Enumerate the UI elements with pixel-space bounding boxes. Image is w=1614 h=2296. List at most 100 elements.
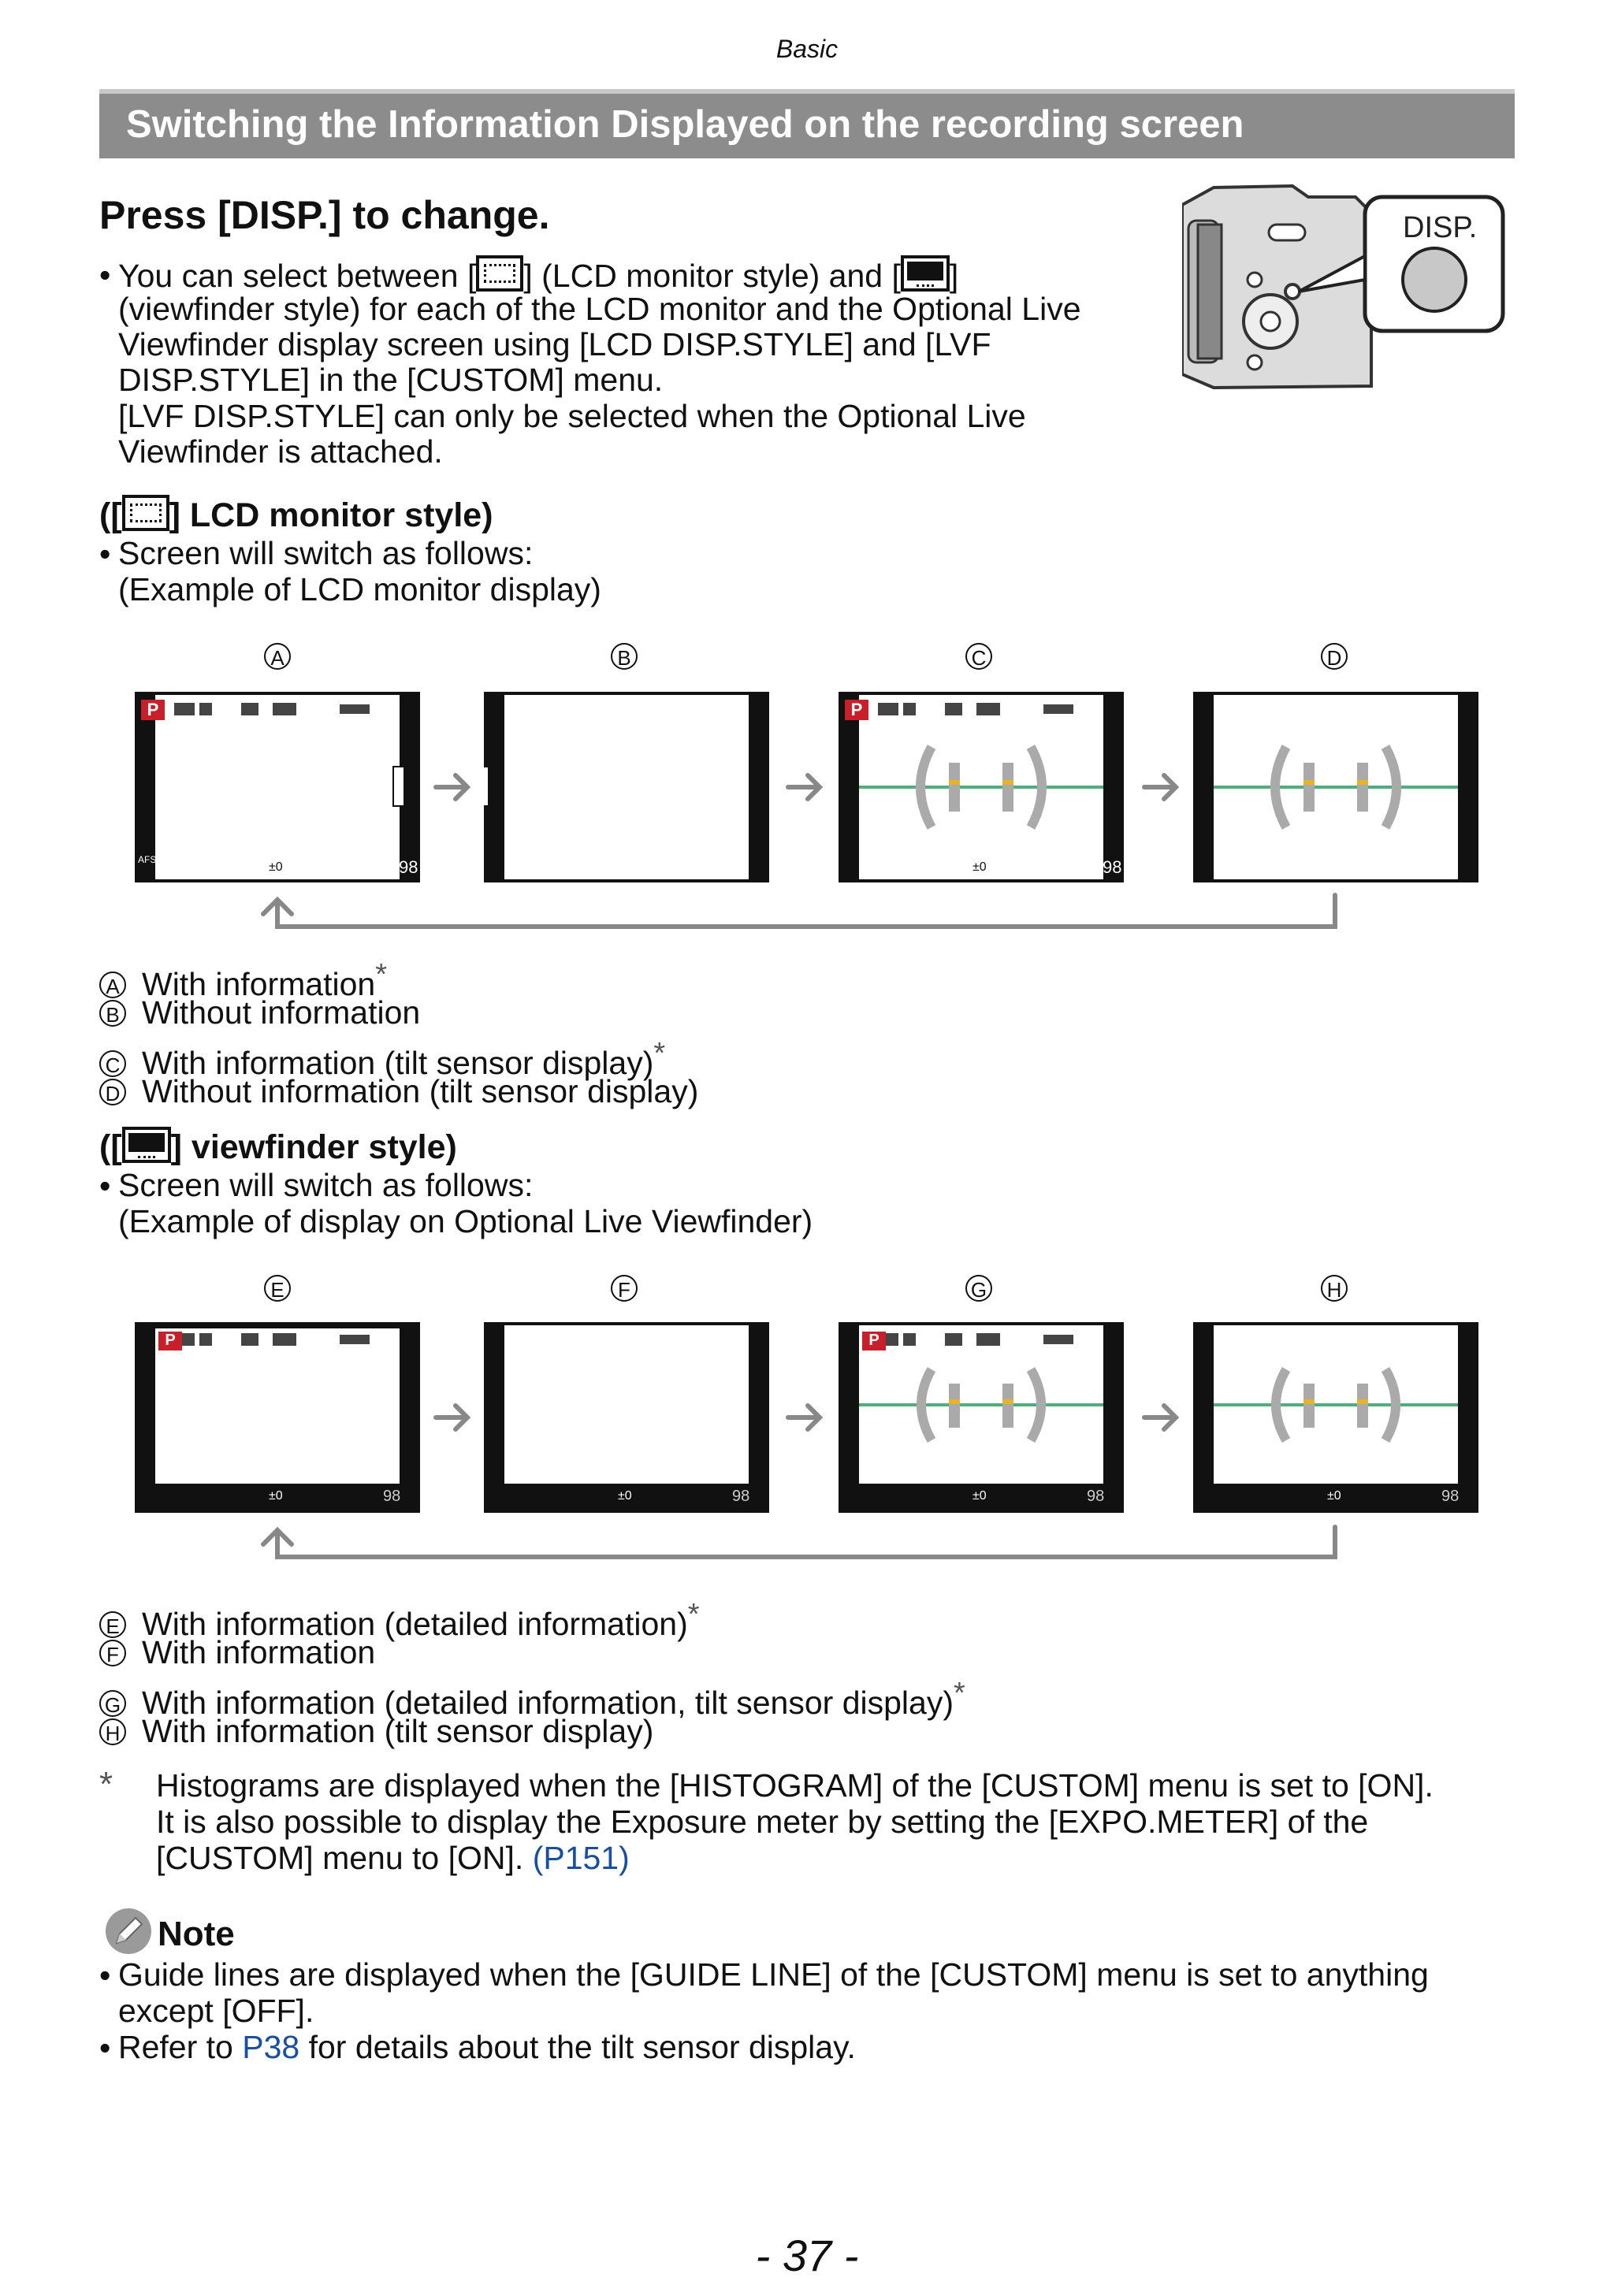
list-letter: H [99,1718,126,1745]
viewfinder-style-icon [121,1127,171,1163]
list-letter: G [99,1690,126,1717]
note-line-1: Guide lines are displayed when the [GUID… [118,1956,1429,1993]
list-text: With information [142,1634,376,1670]
list-letter: C [99,1050,126,1077]
label-c: C [965,643,992,670]
list-item-e: E With information (detailed information)… [99,1598,700,1643]
vf-bullet-2: (Example of display on Optional Live Vie… [118,1203,813,1239]
screen-g: P ±0 98 [839,1322,1124,1513]
note-title: Note [158,1915,235,1953]
intro-line-2: (viewfinder style) for each of the LCD m… [118,291,1081,327]
vf-bullet-1: Screen will switch as follows: [118,1167,534,1203]
label-b: B [611,643,638,670]
lcd-bullet-1: Screen will switch as follows: [118,535,534,571]
viewfinder-style-icon [900,255,950,292]
shots-count: 98 [399,857,418,877]
af-indicator: AFS [138,854,157,865]
ev-readout: ±0 [269,860,283,874]
asterisk: * [954,1677,965,1710]
disp-button-label: DISP. [1403,211,1478,244]
label-h: H [1321,1275,1348,1302]
intro-text-b: ] (LCD monitor style) and [ [523,258,901,294]
list-letter: E [99,1611,126,1638]
list-letter: D [99,1079,126,1105]
camera-illustration [1182,184,1505,390]
bullet-dot: • [99,1168,111,1204]
bullet-dot: • [99,536,111,572]
footnote-line-3: [CUSTOM] menu to [ON]. (P151) [156,1841,630,1876]
label-f: F [611,1275,638,1302]
list-letter: F [99,1640,126,1666]
list-item-c: C With information (tilt sensor display)* [99,1037,665,1082]
mode-badge: P [158,1332,182,1350]
intro-text-c: ] [949,258,959,294]
bullet-dot: • [99,257,111,293]
shots-count: 98 [1087,1488,1105,1505]
lcd-style-heading: ([] LCD monitor style) [99,495,493,535]
shots-count: 98 [732,1488,750,1505]
ev-readout: ±0 [972,1489,987,1503]
label-g: G [965,1275,992,1302]
list-text: Without information (tilt sensor display… [142,1073,699,1109]
note-line-2: except [OFF]. [118,1993,314,2029]
link-p151[interactable]: (P151) [532,1840,630,1876]
list-item-a: A With information* [99,958,387,1003]
note-text: for details about the tilt sensor displa… [299,2029,856,2065]
list-letter: A [99,972,126,998]
list-item-d: D Without information (tilt sensor displa… [99,1073,698,1110]
vf-style-heading: ([ ] viewfinder style) [99,1127,457,1167]
lcd-style-icon [121,495,169,531]
mode-badge: P [141,700,165,720]
screen-a: P AFS ±0 98 [135,692,420,882]
list-text: With information (tilt sensor display) [142,1713,654,1749]
screen-f: ±0 98 [484,1322,769,1513]
flow-arrows-vf [261,1403,1337,1559]
label-a: A [264,643,291,670]
ev-readout: ±0 [972,860,987,874]
mode-badge: P [845,700,868,720]
ev-readout: ±0 [269,1489,283,1503]
list-letter: B [99,1000,126,1027]
list-item-h: H With information (tilt sensor display) [99,1713,653,1750]
asterisk: * [375,958,388,991]
note-pencil-icon [106,1908,151,1954]
footnote-text: [CUSTOM] menu to [ON]. [156,1840,533,1876]
bullet-dot: • [99,1957,111,1993]
list-text: With information (tilt sensor display) [142,1045,654,1081]
ev-readout: ±0 [1327,1489,1341,1503]
asterisk: * [687,1598,700,1631]
note-text: Refer to [118,2029,243,2065]
intro-line-3: Viewfinder display screen using [LCD DIS… [118,326,991,362]
shots-count: 98 [1103,857,1122,877]
shots-count: 98 [383,1488,401,1505]
link-p38[interactable]: P38 [242,2029,300,2065]
section-label: Basic [775,35,839,63]
ev-readout: ±0 [618,1489,632,1503]
screen-e: P ±0 98 [135,1322,420,1513]
flow-arrows-lcd [261,773,1337,929]
intro-line-4: DISP.STYLE] in the [CUSTOM] menu. [118,362,664,398]
list-text: Without information [142,994,421,1031]
list-text: With information (detailed information) [142,1606,688,1642]
footnote-line-2: It is also possible to display the Expos… [156,1804,1369,1840]
list-item-b: B Without information [99,994,420,1031]
screen-c: P ±0 98 [839,692,1124,882]
intro-line-1: You can select between [] (LCD monitor s… [118,255,958,294]
asterisk: * [653,1037,666,1070]
lcd-bullet-2: (Example of LCD monitor display) [118,571,601,607]
vf-heading-rest: ] viewfinder style) [170,1128,457,1166]
bullet-dot: • [99,2030,111,2066]
intro-line-6: Viewfinder is attached. [118,433,443,470]
list-text: With information [142,966,376,1002]
note-line-3: Refer to P38 for details about the tilt … [118,2030,856,2065]
label-e: E [264,1275,291,1302]
vf-heading-open: ([ [99,1128,122,1166]
mode-badge: P [862,1332,886,1350]
title-bar: Switching the Information Displayed on t… [99,89,1515,158]
label-d: D [1321,643,1348,670]
list-item-f: F With information [99,1634,375,1671]
page-number: - 37 - [755,2231,859,2280]
page-title: Switching the Information Displayed on t… [126,103,1244,146]
screen-h: ±0 98 [1193,1322,1478,1513]
